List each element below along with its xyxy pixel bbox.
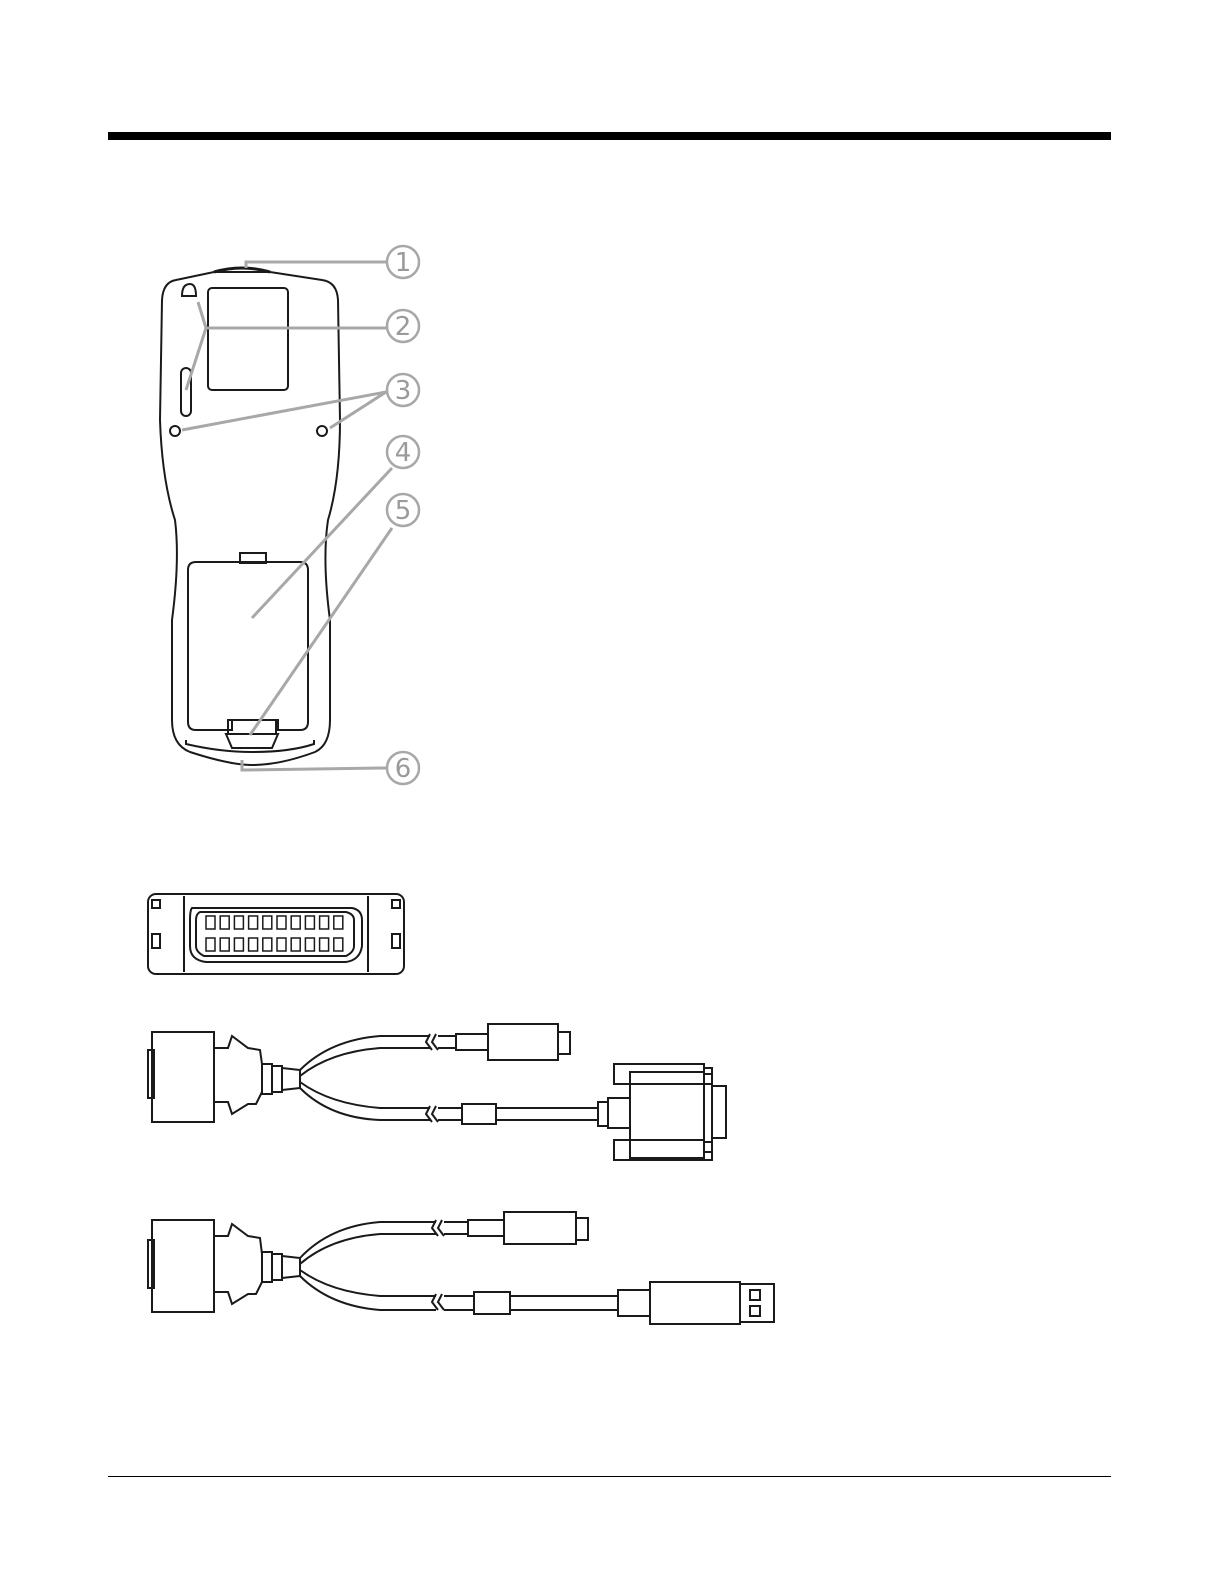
y-cable-usb [148,1212,774,1324]
svg-text:2: 2 [395,312,412,342]
connector-pin [305,938,314,951]
callout-5: 5 [387,494,419,526]
callout-markers: 1 2 3 4 5 6 [387,246,419,784]
connector-pin [305,916,314,929]
connector-pin [206,938,215,951]
device-rear-view [160,268,340,765]
connector-pin [234,938,243,951]
connector-pin [220,916,229,929]
y-cable-serial [148,1024,726,1160]
connector-pin [220,938,229,951]
callout-1: 1 [387,246,419,278]
callout-6: 6 [387,752,419,784]
connector-face [148,894,404,974]
connector-pin [234,916,243,929]
connector-pin [320,938,329,951]
svg-text:5: 5 [395,496,412,526]
connector-pin [249,938,258,951]
callout-2: 2 [387,310,419,342]
footer-rule [108,1476,1111,1477]
svg-text:3: 3 [395,376,412,406]
connector-pin [320,916,329,929]
connector-pin [334,916,343,929]
connector-pin [263,916,272,929]
callout-4: 4 [387,436,419,468]
connector-pin [291,938,300,951]
connector-pin [277,916,286,929]
connector-pin [249,916,258,929]
connector-pins [206,916,343,951]
svg-text:6: 6 [395,754,412,784]
svg-text:1: 1 [395,248,412,278]
connector-pin [277,938,286,951]
connector-pin [291,916,300,929]
connector-pin [263,938,272,951]
connector-pin [206,916,215,929]
connector-pin [334,938,343,951]
svg-text:4: 4 [395,438,412,468]
callout-3: 3 [387,374,419,406]
